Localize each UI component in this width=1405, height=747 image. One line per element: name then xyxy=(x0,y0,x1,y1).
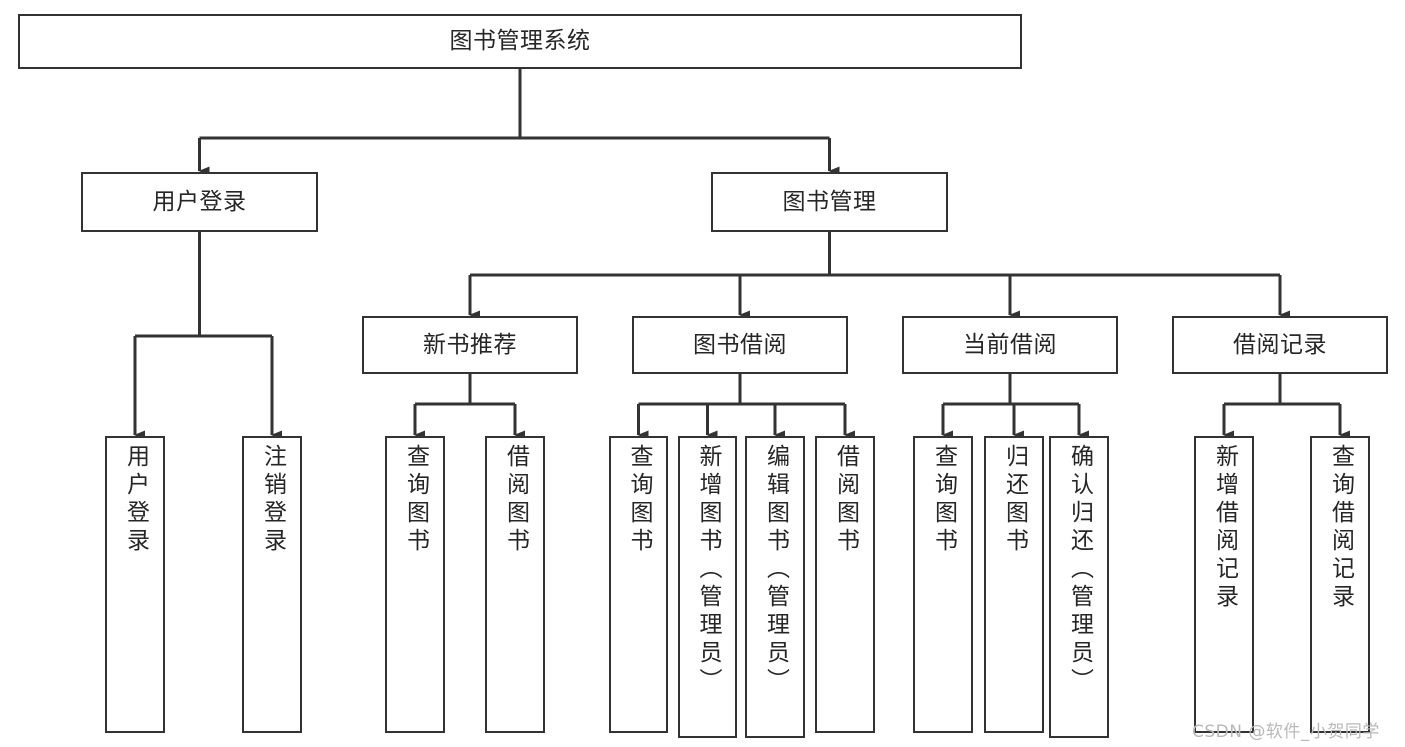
node-book-management[interactable]: 图书管理 xyxy=(711,172,948,232)
connector-paths xyxy=(133,69,1350,440)
leaf-logout-label: 注销登录 xyxy=(259,444,286,556)
leaf-confirm-return-admin[interactable]: 确认归还（管理员） xyxy=(1049,436,1109,738)
node-borrow-records[interactable]: 借阅记录 xyxy=(1172,316,1388,374)
leaf-query-books-borrow-label: 查询图书 xyxy=(626,444,652,556)
leaf-confirm-return-admin-label: 确认归还（管理员） xyxy=(1066,444,1093,696)
node-root-label: 图书管理系统 xyxy=(449,28,591,55)
node-book-borrow-label: 图书借阅 xyxy=(693,331,787,358)
node-root[interactable]: 图书管理系统 xyxy=(18,14,1022,69)
leaf-query-books-current-label: 查询图书 xyxy=(930,444,957,556)
leaf-edit-book-admin[interactable]: 编辑图书（管理员） xyxy=(745,436,805,738)
leaf-borrow-books-label: 借阅图书 xyxy=(832,444,859,556)
leaf-borrow-books-recommend[interactable]: 借阅图书 xyxy=(485,436,545,733)
leaf-return-books-label: 归还图书 xyxy=(1001,444,1028,556)
leaf-borrow-books[interactable]: 借阅图书 xyxy=(815,436,875,733)
leaf-query-books-recommend[interactable]: 查询图书 xyxy=(385,436,445,733)
leaf-user-login[interactable]: 用户登录 xyxy=(105,436,165,733)
leaf-query-books-recommend-label: 查询图书 xyxy=(402,444,429,556)
node-book-borrow[interactable]: 图书借阅 xyxy=(632,316,848,374)
leaf-query-books-borrow[interactable]: 查询图书 xyxy=(609,436,668,733)
node-current-borrow[interactable]: 当前借阅 xyxy=(902,316,1118,374)
leaf-query-borrow-record[interactable]: 查询借阅记录 xyxy=(1310,436,1370,733)
node-user-login[interactable]: 用户登录 xyxy=(81,172,318,232)
leaf-add-borrow-record[interactable]: 新增借阅记录 xyxy=(1194,436,1254,733)
node-new-book-recommend-label: 新书推荐 xyxy=(423,331,517,358)
leaf-add-book-admin-label: 新增图书（管理员） xyxy=(695,444,721,696)
node-current-borrow-label: 当前借阅 xyxy=(963,331,1057,358)
node-user-login-label: 用户登录 xyxy=(152,188,247,215)
leaf-add-book-admin[interactable]: 新增图书（管理员） xyxy=(678,436,737,738)
leaf-return-books[interactable]: 归还图书 xyxy=(984,436,1044,733)
leaf-add-borrow-record-label: 新增借阅记录 xyxy=(1211,444,1238,612)
watermark: CSDN @软件_小贺同学 xyxy=(1192,722,1380,742)
node-new-book-recommend[interactable]: 新书推荐 xyxy=(362,316,578,374)
leaf-query-books-current[interactable]: 查询图书 xyxy=(913,436,973,733)
leaf-edit-book-admin-label: 编辑图书（管理员） xyxy=(762,444,789,696)
leaf-query-borrow-record-label: 查询借阅记录 xyxy=(1327,444,1354,612)
leaf-logout[interactable]: 注销登录 xyxy=(242,436,302,733)
node-book-management-label: 图书管理 xyxy=(782,188,877,215)
leaf-user-login-label: 用户登录 xyxy=(122,444,149,556)
node-borrow-records-label: 借阅记录 xyxy=(1233,331,1327,358)
leaf-borrow-books-recommend-label: 借阅图书 xyxy=(502,444,529,556)
